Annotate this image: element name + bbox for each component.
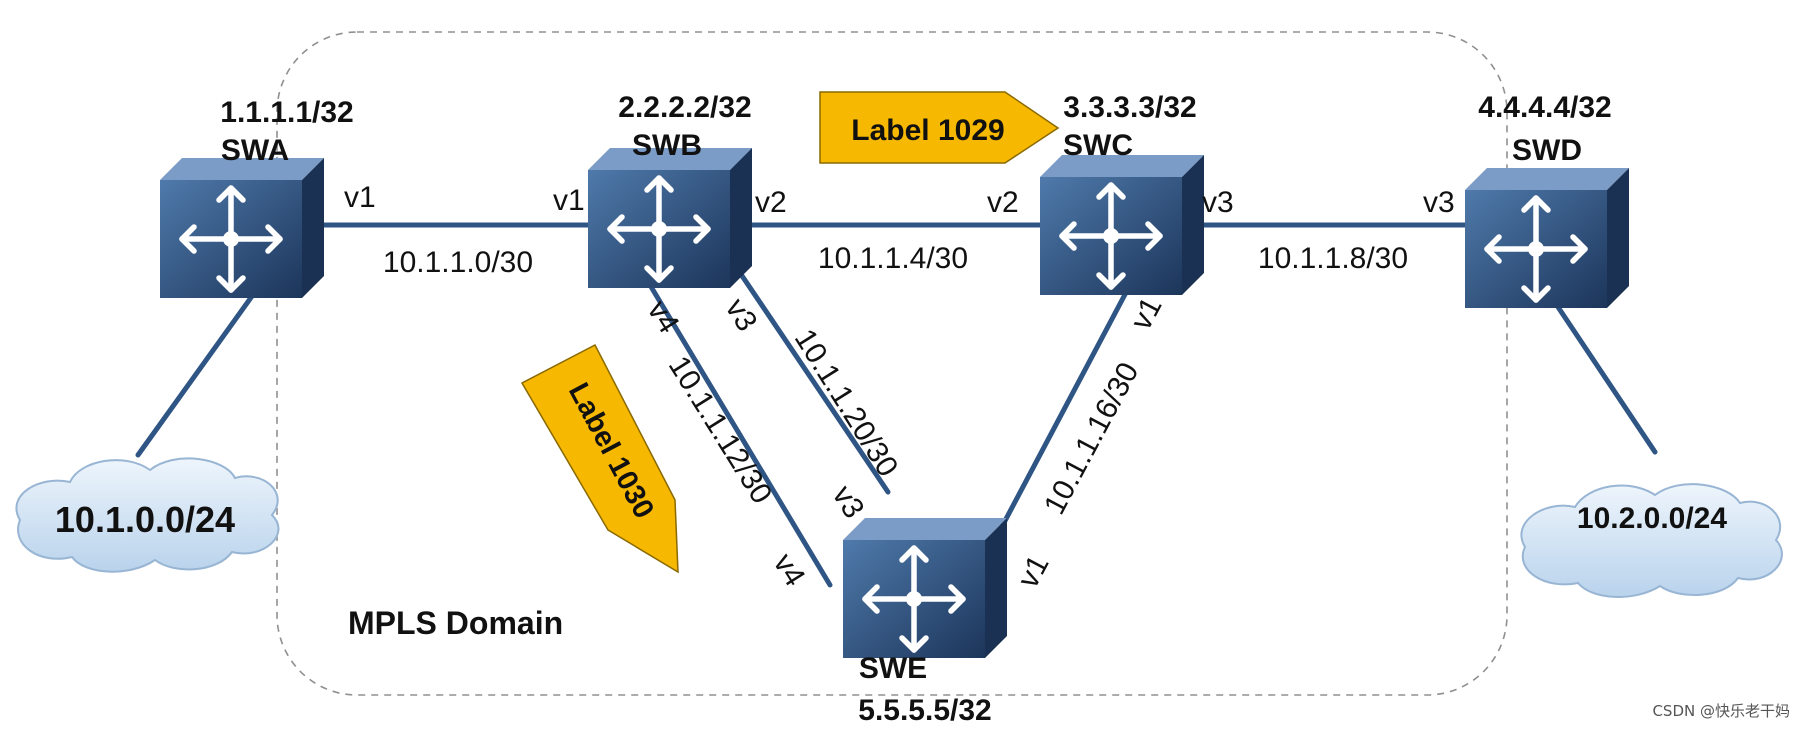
network-left-label: 10.1.0.0/24 [55,499,235,540]
swa-port-v1: v1 [344,181,376,214]
label-1029-arrow: Label 1029 [819,91,1060,164]
link-swb-swe-v3 [727,255,891,495]
link-swd-net-right [1555,304,1658,455]
switch-swb[interactable] [588,148,752,288]
cloud-network-left: 10.1.0.0/24 [15,457,280,573]
swa-name: SWA [221,134,289,167]
subnet-swa-swb: 10.1.1.0/30 [383,246,533,279]
switch-arrows-icon [588,148,752,288]
mpls-domain-label: MPLS Domain [348,605,563,641]
swc-address: 3.3.3.3/32 [1063,91,1196,124]
swd-name: SWD [1512,134,1582,167]
network-right-label: 10.2.0.0/24 [1577,502,1727,535]
label-1029-text: Label 1029 [851,114,1004,147]
swd-port-v3: v3 [1423,186,1455,219]
switch-swe[interactable] [843,518,1007,658]
swe-name: SWE [859,652,927,685]
swe-port-v3: v3 [826,480,871,524]
swe-address: 5.5.5.5/32 [858,694,991,727]
swe-port-v1: v1 [1012,550,1056,593]
swa-address: 1.1.1.1/32 [220,96,353,129]
subnet-swc-swe: 10.1.1.16/30 [1038,357,1145,520]
cloud-network-right: 10.2.0.0/24 [1520,483,1783,598]
swb-port-v1: v1 [553,184,585,217]
link-swa-net-left [135,289,258,458]
swc-port-v3: v3 [1202,186,1234,219]
swc-port-v2: v2 [987,186,1019,219]
subnet-swb-swc: 10.1.1.4/30 [818,242,968,275]
switch-arrows-icon [1040,155,1204,295]
swb-name: SWB [632,129,702,162]
switch-arrows-icon [160,158,324,298]
switch-arrows-icon [843,518,1007,658]
swd-address: 4.4.4.4/32 [1478,91,1611,124]
subnet-swb-swe-v4: 10.1.1.12/30 [662,350,778,509]
switch-swc[interactable] [1040,155,1204,295]
link-swb-swe-v4 [647,282,833,588]
switch-swd[interactable] [1465,168,1629,308]
subnet-swb-swe-v3: 10.1.1.20/30 [788,323,904,482]
mpls-domain-boundary [276,31,1508,696]
swe-port-v4: v4 [767,548,812,592]
swb-address: 2.2.2.2/32 [618,91,751,124]
label-1030-arrow: Label 1030 [520,343,679,574]
swc-name: SWC [1063,129,1133,162]
swb-port-v2: v2 [755,186,787,219]
subnet-swc-swd: 10.1.1.8/30 [1258,242,1408,275]
swc-port-v1: v1 [1125,292,1169,335]
switch-arrows-icon [1465,168,1629,308]
switch-swa[interactable] [160,158,324,298]
watermark-text: CSDN @快乐老干妈 [1652,702,1790,720]
